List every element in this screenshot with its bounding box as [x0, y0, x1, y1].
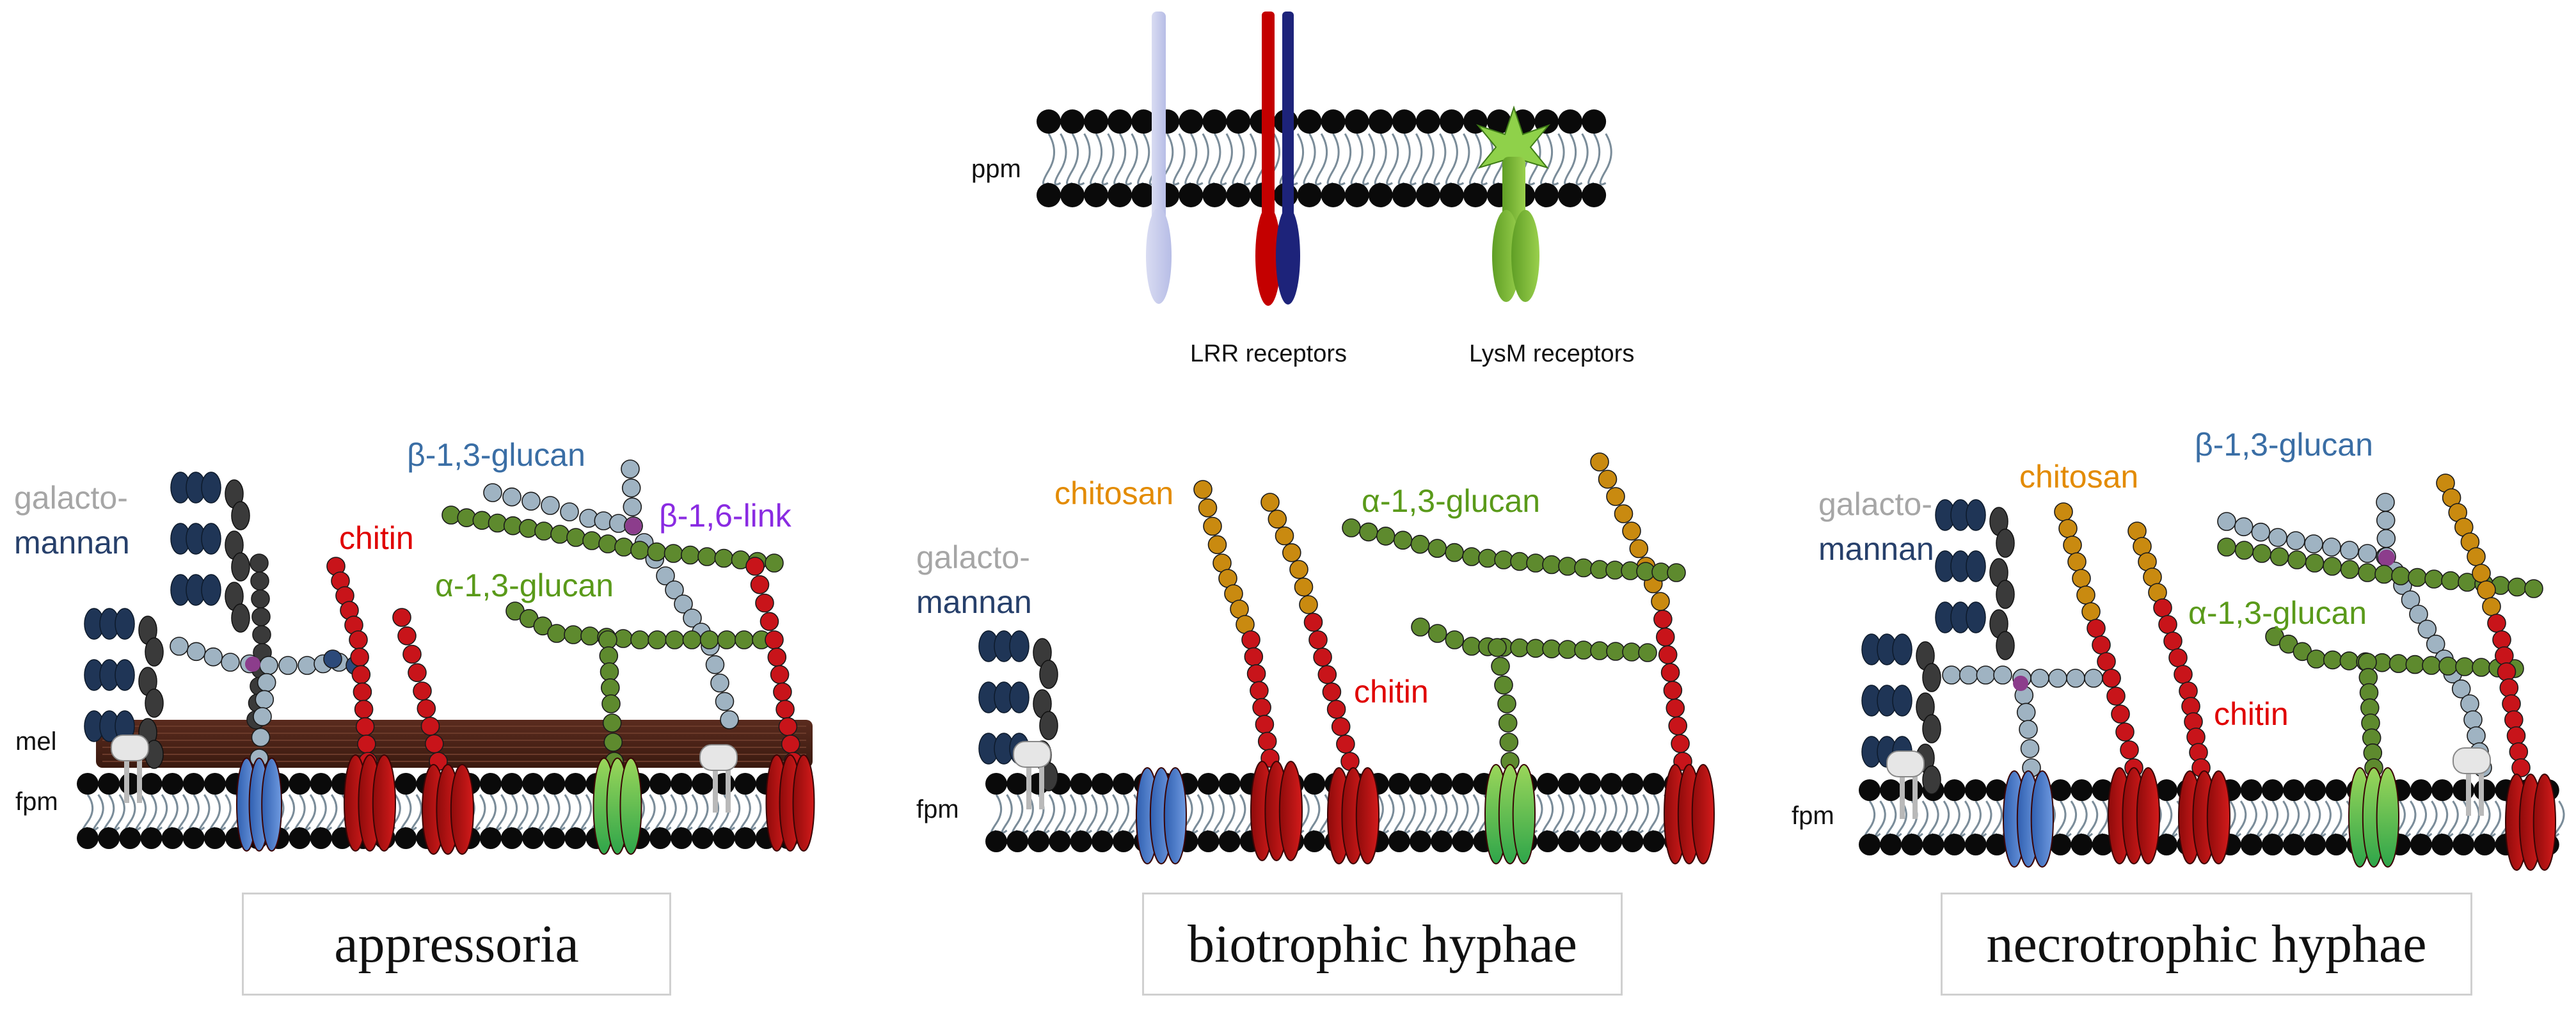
- p1-gpi-anchor-2: [699, 744, 738, 813]
- p3-chitin-synthase-1: [2108, 767, 2160, 864]
- p1-a13-glucan-top: [441, 505, 784, 573]
- p1-b16-link-label: β-1,6-link: [659, 498, 792, 534]
- p1-chitin-3: [745, 557, 803, 771]
- p3-mannan-label: mannan: [1818, 531, 1934, 567]
- p3-chitin-1: [2054, 502, 2143, 777]
- p2-gpi-anchor: [1013, 741, 1051, 809]
- p3-a13-glucan-top: [2217, 537, 2543, 598]
- p1-chitin-1: [326, 557, 378, 771]
- p3-chitosan-label: chitosan: [2019, 459, 2138, 495]
- p3-chitin-2: [2127, 521, 2211, 777]
- p1-galactomannan-upper: [170, 472, 250, 633]
- p2-chitin-1: [1193, 480, 1280, 768]
- melanin-layer: [96, 720, 813, 768]
- p3-galactomannan-lower: [1861, 633, 1941, 795]
- p2-a13-glucan-label: α-1,3-glucan: [1362, 483, 1540, 519]
- p3-b13-glucan-label: β-1,3-glucan: [2195, 427, 2373, 463]
- p1-b16-link-node: [625, 518, 642, 534]
- p2-chitin-synthase-3: [1664, 764, 1715, 864]
- p3-b13-glucan-stem: [2012, 669, 2041, 777]
- p2-a13-glucan-lower: [1411, 617, 1657, 662]
- p3-chitin-label: chitin: [2214, 696, 2289, 732]
- proteins: [111, 12, 2557, 871]
- p3-b16-link-node: [2378, 550, 2395, 566]
- p3-glucan-synthase: [2003, 770, 2055, 868]
- p2-mannan-label: mannan: [916, 584, 1032, 620]
- caption-biotrophic-hyphae: biotrophic hyphae: [1142, 893, 1623, 996]
- p1-chitin-synthase-2: [422, 764, 475, 855]
- p3-a13-glucan-stem: [2358, 653, 2383, 777]
- p1-chitin-synthase-1: [344, 754, 397, 852]
- polymers: [84, 452, 2543, 795]
- p2-fpm-label: fpm: [916, 795, 959, 823]
- p1-a13-glucan-label: α-1,3-glucan: [435, 568, 614, 603]
- p2-chitin-label: chitin: [1354, 674, 1429, 710]
- p2-chitin-3: [1590, 452, 1692, 771]
- p1-fpm-label: fpm: [15, 788, 58, 816]
- p2-a13-glucan-top: [1342, 518, 1686, 582]
- p1-galacto-label: galacto-: [14, 480, 128, 516]
- p3-b16-link-node-a: [2013, 676, 2028, 691]
- p3-gpi-anchor-2: [2453, 747, 2491, 816]
- lysm-receptors-label: LysM receptors: [1469, 340, 1634, 367]
- p3-a-glucan-synthase: [2348, 767, 2400, 868]
- p2-galactomannan: [978, 630, 1058, 791]
- p1-mannan-label: mannan: [14, 525, 130, 560]
- p1-galactomannan-lower: [84, 608, 164, 769]
- p2-galacto-label: galacto-: [916, 539, 1030, 575]
- p1-b16-link-node-a: [245, 656, 260, 672]
- p3-b13-glucan-top: [2217, 512, 2395, 566]
- lrr-receptors-label: LRR receptors: [1190, 340, 1347, 367]
- p2-a-glucan-synthase: [1484, 764, 1536, 864]
- p1-a13-glucan-stem: [598, 630, 624, 771]
- p3-chitin-synthase-3: [2505, 774, 2557, 871]
- p1-a13-glucan-lower: [505, 601, 771, 649]
- p2-chitin-synthase-1: [1250, 761, 1303, 861]
- lrr-receptor-pale: [1146, 12, 1172, 304]
- p1-chitin-2: [392, 608, 448, 771]
- caption-necrotrophic-hyphae: necrotrophic hyphae: [1941, 893, 2472, 996]
- ppm-label: ppm: [971, 155, 1021, 183]
- p1-glucan-synthase: [236, 758, 283, 852]
- p3-galactomannan-upper: [1935, 499, 2015, 660]
- p3-a13-glucan-lower: [2265, 627, 2524, 678]
- lysm-receptor: [1476, 105, 1551, 302]
- p3-fpm-label: fpm: [1792, 802, 1834, 830]
- p3-gpi-anchor-1: [1886, 751, 1925, 819]
- lrr-receptor-dimer: [1255, 12, 1300, 306]
- caption-appressoria: appressoria: [242, 893, 671, 996]
- p1-chitin-label: chitin: [339, 520, 414, 556]
- p1-a-glucan-synthase: [592, 758, 642, 855]
- p1-mel-label: mel: [15, 727, 56, 756]
- p2-chitosan-label: chitosan: [1054, 475, 1173, 511]
- p1-chitin-synthase-3: [765, 754, 815, 852]
- p3-b13-glucan-branch: [1942, 665, 2121, 688]
- p1-gpi-anchor-1: [111, 735, 149, 803]
- p3-chitin-synthase-2: [2178, 770, 2230, 864]
- p2-a13-glucan-stem: [1488, 638, 1520, 771]
- p2-glucan-synthase: [1136, 767, 1187, 864]
- p3-galacto-label: galacto-: [1818, 486, 1932, 522]
- p3-a13-glucan-label: α-1,3-glucan: [2188, 595, 2367, 631]
- p1-b13-glucan-label: β-1,3-glucan: [407, 437, 585, 473]
- p2-chitin-2: [1260, 493, 1360, 771]
- p2-chitin-synthase-2: [1327, 767, 1379, 864]
- p3-chitin-3: [2436, 473, 2531, 777]
